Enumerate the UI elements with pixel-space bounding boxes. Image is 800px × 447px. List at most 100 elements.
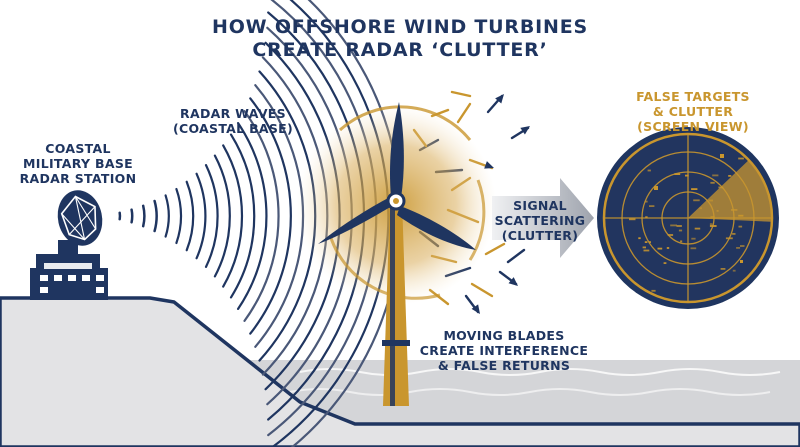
scope-blip (643, 249, 650, 252)
label-line: SIGNAL (513, 198, 567, 213)
scope-blip (645, 216, 648, 219)
coastal-land (0, 296, 800, 447)
blade-right (397, 206, 476, 250)
wave-arc (195, 172, 207, 260)
label-signal-scattering: SIGNAL SCATTERING (CLUTTER) (488, 198, 592, 243)
ray-arrowhead (520, 126, 530, 135)
wave-arc (164, 194, 170, 238)
radar-sweep (688, 156, 771, 222)
radar-dish-icon (57, 190, 103, 246)
scope-blip (657, 247, 663, 250)
label-false-targets: FALSE TARGETS & CLUTTER (SCREEN VIEW) (610, 89, 776, 134)
label-line: RADAR WAVES (180, 106, 286, 121)
scope-blip (736, 247, 741, 249)
scope-blip (694, 227, 701, 230)
radar-scope-icon (597, 127, 779, 309)
label-line: & CLUTTER (652, 104, 734, 119)
scope-blip (699, 207, 702, 210)
label-line: RADAR STATION (19, 171, 137, 186)
scope-blip (678, 229, 683, 232)
scope-blip (670, 224, 677, 227)
scope-blip (732, 269, 736, 272)
scope-blip (680, 240, 683, 243)
scatter-ray (450, 90, 472, 98)
label-line: COASTAL (45, 141, 111, 156)
scope-blip (667, 234, 674, 236)
wave-arc (185, 180, 195, 252)
scope-blip (720, 268, 726, 270)
wave-arc (249, 97, 292, 335)
scope-blip (738, 225, 743, 228)
scope-blip (738, 214, 744, 217)
scope-blip (685, 174, 689, 177)
label-line: (SCREEN VIEW) (637, 119, 749, 134)
wave-arc (130, 208, 134, 224)
label-line: MOVING BLADES (443, 328, 565, 343)
label-radar-waves: RADAR WAVES (COASTAL BASE) (163, 106, 303, 136)
scatter-ray (484, 242, 506, 256)
title-line-1: HOW OFFSHORE WIND TURBINES (212, 16, 588, 38)
water-ripple-1 (299, 368, 781, 376)
ray-arrowhead (495, 94, 504, 104)
wave-arc (237, 122, 268, 310)
scope-blip (690, 247, 697, 250)
scatter-ray (506, 248, 526, 264)
ray-arrowhead (471, 304, 480, 314)
wave-arc (141, 204, 146, 228)
wave-arc (213, 154, 231, 278)
scope-blip (663, 262, 667, 264)
scope-blip (710, 216, 715, 218)
scope-blip (644, 241, 648, 243)
wind-turbine-icon (296, 102, 496, 406)
scope-blip (649, 241, 651, 243)
scope-blip (710, 181, 715, 184)
wave-arc (153, 199, 158, 233)
scope-blip (718, 186, 724, 189)
scope-blip (691, 188, 698, 190)
right-arrow-icon (492, 178, 594, 258)
scope-blip (732, 233, 736, 235)
label-line: (CLUTTER) (501, 228, 579, 243)
wave-arc (175, 187, 183, 245)
wave-arc (243, 110, 280, 322)
water-ripple-2 (289, 388, 771, 396)
scope-blip (708, 199, 713, 202)
scope-blip (716, 210, 719, 212)
ray-arrowhead (508, 277, 518, 286)
scope-blip (693, 199, 700, 202)
label-line: CREATE INTERFERENCE (419, 343, 589, 358)
page-title: HOW OFFSHORE WIND TURBINES CREATE RADAR … (0, 16, 800, 62)
wave-arc (204, 164, 219, 268)
scope-blip (709, 223, 713, 225)
scatter-ray (456, 102, 472, 124)
label-line: FALSE TARGETS (636, 89, 750, 104)
scope-blip (629, 218, 636, 221)
label-line: SCATTERING (494, 213, 586, 228)
scope-blip (638, 237, 641, 240)
scope-blip (691, 237, 696, 240)
scope-blip (676, 225, 682, 227)
scope-blip (647, 169, 651, 172)
scope-blip (649, 205, 655, 207)
label-line: MILITARY BASE (23, 156, 133, 171)
blade-up (389, 102, 404, 198)
wave-arc (229, 133, 256, 299)
radar-station-icon (30, 240, 108, 300)
scope-blip (674, 173, 681, 175)
turbine-tower (383, 200, 409, 406)
label-radar-station: COASTAL MILITARY BASE RADAR STATION (0, 141, 156, 186)
scope-blip (712, 174, 719, 177)
scope-blip (642, 246, 646, 249)
scope-blip (666, 247, 670, 249)
label-line: & FALSE RETURNS (437, 358, 571, 373)
label-moving-blades: MOVING BLADES CREATE INTERFERENCE & FALS… (398, 328, 610, 373)
scope-blip (728, 175, 732, 177)
scope-blip (651, 289, 656, 292)
title-line-2: CREATE RADAR ‘CLUTTER’ (252, 38, 548, 61)
scope-blip (731, 209, 738, 211)
blade-left (318, 197, 392, 244)
scope-blip (645, 200, 648, 203)
scatter-ray (470, 282, 494, 298)
